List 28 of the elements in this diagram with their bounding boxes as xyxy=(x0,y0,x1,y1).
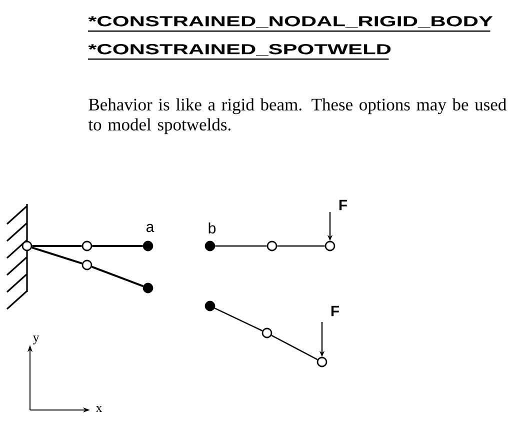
heading: *CONSTRAINED_SPOTWELD xyxy=(88,44,391,60)
axis-label: x xyxy=(96,406,102,412)
description: Behavior is like a rigid beam. These options may be used to model spotwelds. xyxy=(88,98,506,134)
axis-label: y xyxy=(32,336,40,344)
force-label: F xyxy=(339,200,348,210)
beam-node xyxy=(266,240,278,252)
force-label: F xyxy=(331,306,340,316)
beam-line xyxy=(32,245,82,247)
beam-node xyxy=(204,240,216,252)
beam-node xyxy=(316,356,328,368)
beam-node xyxy=(324,240,336,252)
beam-line xyxy=(214,308,263,332)
beam-line xyxy=(32,246,82,264)
heading: *CONSTRAINED_NODAL_RIGID_BODY xyxy=(88,16,493,32)
beam-node xyxy=(82,240,92,252)
beam-node xyxy=(142,240,154,252)
beam-node xyxy=(262,328,272,338)
beam-line xyxy=(92,245,143,247)
beam-line xyxy=(215,245,267,247)
beam-line xyxy=(271,334,318,360)
beam-line xyxy=(277,245,325,247)
beam-node xyxy=(22,240,32,252)
node-label: a xyxy=(146,224,154,232)
beam-node xyxy=(82,260,92,270)
beam-node xyxy=(142,282,154,294)
beam-line xyxy=(92,266,144,288)
beam-node xyxy=(204,300,216,312)
node-label: b xyxy=(208,222,216,234)
